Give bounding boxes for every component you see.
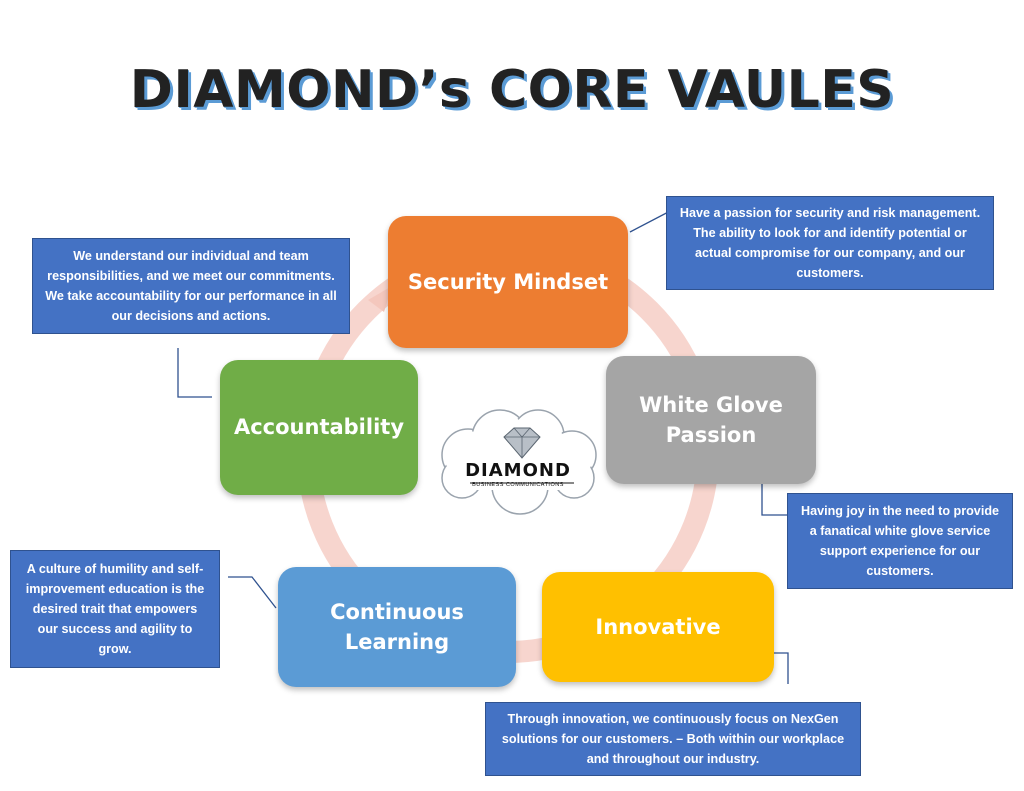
node-innovative: Innovative: [542, 572, 774, 682]
node-continuous-learning: Continuous Learning: [278, 567, 516, 687]
node-white-glove-passion: White Glove Passion: [606, 356, 816, 484]
connector-white-glove: [761, 478, 788, 516]
diamond-icon: [503, 427, 541, 459]
desc-innovative: Through innovation, we continuously focu…: [485, 702, 861, 776]
connector-accountability: [177, 348, 212, 398]
node-accountability: Accountability: [220, 360, 418, 495]
diamond-logo: DIAMOND BUSINESS COMMUNICATIONS: [432, 410, 604, 500]
desc-white-glove-passion: Having joy in the need to provide a fana…: [787, 493, 1013, 589]
desc-accountability: We understand our individual and team re…: [32, 238, 350, 334]
page-title: DIAMOND’s CORE VAULES: [129, 60, 895, 120]
desc-continuous-learning: A culture of humility and self-improveme…: [10, 550, 220, 668]
desc-security-mindset: Have a passion for security and risk man…: [666, 196, 994, 290]
connector-learning: [228, 576, 277, 609]
node-security-mindset: Security Mindset: [388, 216, 628, 348]
cycle-arrowhead: [368, 286, 392, 312]
logo-tagline: BUSINESS COMMUNICATIONS: [472, 482, 564, 488]
connector-innovative: [772, 652, 789, 684]
logo-name: DIAMOND: [465, 460, 571, 481]
